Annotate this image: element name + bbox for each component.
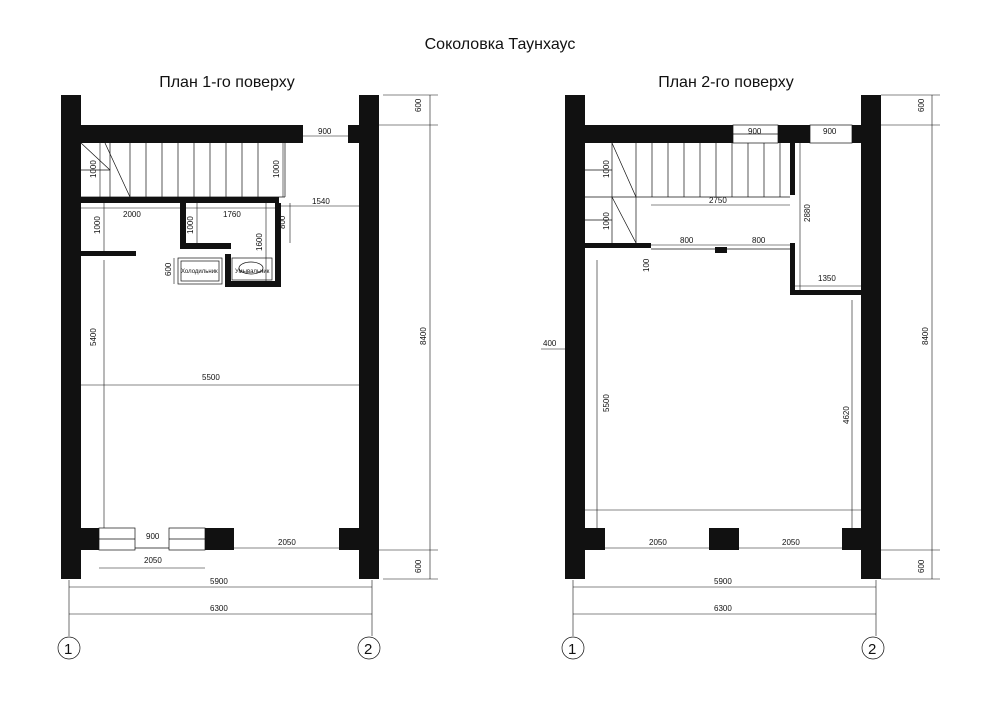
dim-1000: 1000 [602,160,611,178]
sink-label: Умывальник [235,269,270,275]
axis-1-bubble [57,636,81,660]
plan-2-partition-v [790,243,795,295]
plan-1-wc-wall [186,243,231,249]
axis-1-label: 1 [64,641,72,658]
plan-1-right-wall [359,95,379,579]
dim-600: 600 [414,559,423,573]
plan-1-bath-wall-h [225,281,281,287]
dim-2050: 2050 [649,538,667,547]
plan-2-stair-wall [790,143,795,195]
plan-1-stairs [80,142,286,198]
plan-2-bottom-wall-c [842,528,861,550]
plan-2-top-wall-b [778,125,810,143]
dim-600: 600 [414,98,423,112]
dim-2050: 2050 [278,538,296,547]
axis-2-label: 2 [868,641,876,658]
dim-2880: 2880 [803,204,812,222]
dim-2050: 2050 [782,538,800,547]
plan-1-bottom-wall-c [339,528,359,550]
axis-1-label: 1 [568,641,576,658]
axis-1-bubble [561,636,585,660]
dim-400: 400 [543,339,557,348]
dim-1000: 1000 [272,160,281,178]
dim-900: 900 [146,532,160,541]
dim-1350: 1350 [818,274,836,283]
dim-1760: 1760 [223,210,241,219]
dim-1000: 1000 [93,216,102,234]
dim-800: 800 [680,236,694,245]
plan-2-left-wall [565,95,585,579]
page-title: Соколовка Таунхаус [424,36,576,53]
dim-1000: 1000 [602,212,611,230]
dim-100: 100 [642,258,651,272]
dim-5500: 5500 [202,373,220,382]
plan-2-top-wall-c [852,125,861,143]
plan-2-bottom-wall-a [585,528,605,550]
dim-900: 900 [823,127,837,136]
plan-2-right-wall [861,95,881,579]
fridge-label: Холодильник [181,269,218,275]
dim-6300: 6300 [714,604,732,613]
dim-2050: 2050 [144,556,162,565]
plan-1-bottom-wall-a [81,528,99,550]
plan-1-bath-wall-v [275,203,281,287]
plan-2-dimension-lines [541,94,940,636]
dim-6300: 6300 [210,604,228,613]
dim-600: 600 [917,559,926,573]
plan-1-bottom-wall-b [205,528,234,550]
plan-2-top-wall-a [585,125,733,143]
plan-2: 600 900 900 1000 2750 2880 1000 800 800 … [541,94,940,660]
dim-4620: 4620 [842,406,851,424]
dim-8400: 8400 [419,327,428,345]
plan-2-window-top-r [809,124,853,144]
plan-2-bottom-wall-b [709,528,739,550]
dim-5900: 5900 [714,577,732,586]
dim-1600: 1600 [255,233,264,251]
dim-600: 600 [164,262,173,276]
dim-600: 600 [917,98,926,112]
dim-2000: 2000 [123,210,141,219]
dim-1540: 1540 [312,197,330,206]
dim-5900: 5900 [210,577,228,586]
dim-5500: 5500 [602,394,611,412]
plan-1-top-wall [81,125,303,143]
plan-1-partition-a [180,203,186,249]
plan-1-title: План 1-го поверху [159,74,295,91]
dim-8400: 8400 [921,327,930,345]
plan-1-dimension-lines [68,94,438,636]
plan-1-top-wall-stub [348,125,359,143]
dim-900: 900 [748,127,762,136]
axis-2-label: 2 [364,641,372,658]
plan-1-stair-wall [81,197,279,203]
plan-1-left-wall [61,95,81,579]
plan-1-fridge [177,257,223,285]
axis-2-bubble [861,636,885,660]
plan-1-partition-short [81,251,136,256]
dim-1000: 1000 [186,216,195,234]
plan-2-door-mark-a [715,247,727,253]
plan-1-sink [231,257,273,281]
dim-800: 800 [278,215,287,229]
dim-800: 800 [752,236,766,245]
plan-2-landing-wall [585,243,651,248]
dim-900: 900 [318,127,332,136]
plan-2-partition-h [790,290,861,295]
axis-2-bubble [357,636,381,660]
dim-1000: 1000 [89,160,98,178]
plan-2-title: План 2-го поверху [658,74,794,91]
dim-2750: 2750 [709,196,727,205]
plan-1-bath-wall-l [225,254,231,287]
plan-2-stairs [585,142,790,244]
dim-5400: 5400 [89,328,98,346]
plan-1: 900 600 1000 1000 1540 2000 1000 1760 10… [57,94,438,660]
